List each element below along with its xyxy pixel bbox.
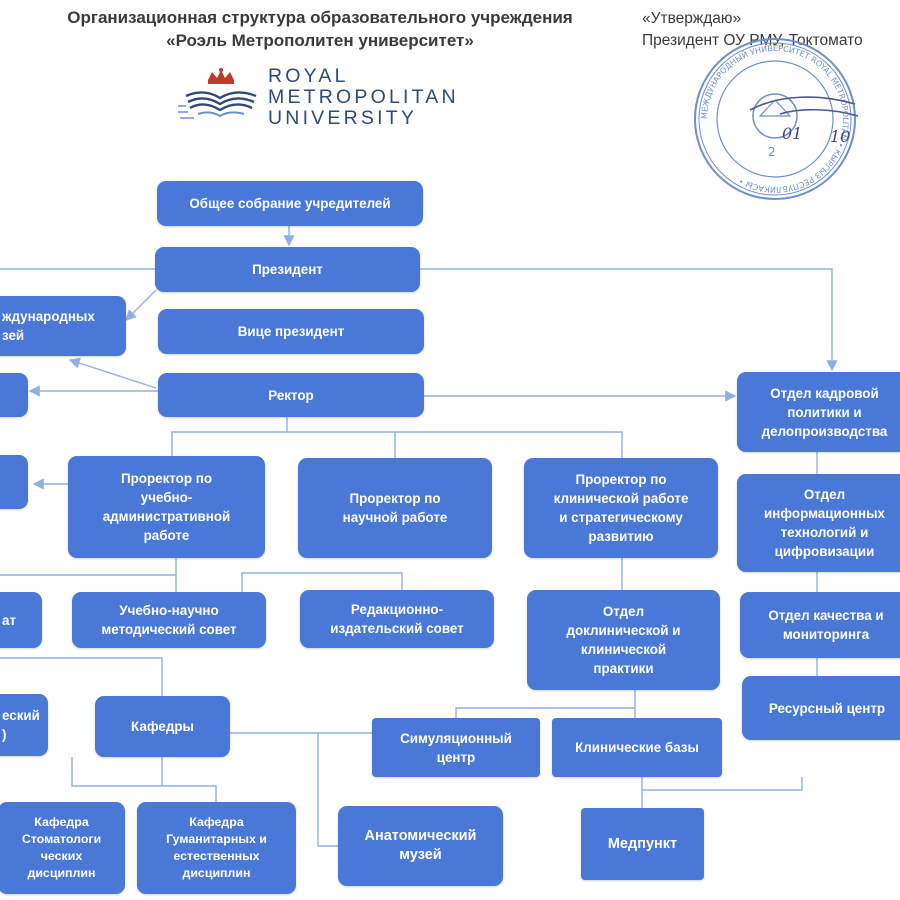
node-vr-academic: Проректор по учебно- административной ра…	[68, 456, 265, 558]
node-left-at: ат	[0, 592, 42, 648]
logo-word-royal: ROYAL	[268, 65, 349, 87]
line-left-departments	[0, 657, 163, 696]
title-line-1: Организационная структура образовательно…	[67, 8, 573, 27]
node-international-relations: ждународных зей	[0, 296, 126, 356]
university-logo: ROYAL METROPOLITAN UNIVERSITY	[178, 66, 468, 132]
node-departments: Кафедры	[95, 696, 230, 757]
node-dept-dentistry: Кафедра Стоматологи ческих дисциплин	[0, 802, 125, 894]
line-rector-vr-academic	[171, 414, 288, 456]
title-line-2: «Роэль Метрополитен университет»	[166, 31, 474, 50]
line-rector-vr-clinical	[395, 431, 623, 458]
node-simulation-center: Симуляционный центр	[372, 718, 540, 777]
line-rector-vr-research	[287, 431, 396, 458]
node-it-dept: Отдел информационных технологий и цифров…	[737, 474, 900, 572]
approval-block: «Утверждаю» Президент ОУ РМУ, Токтомато	[642, 8, 900, 52]
approval-label: «Утверждаю»	[642, 10, 742, 27]
node-medpoint: Медпункт	[581, 808, 704, 880]
node-vr-research: Проректор по научной работе	[298, 458, 492, 558]
chart-title: Организационная структура образовательно…	[0, 6, 640, 52]
crown-book-icon	[178, 68, 257, 119]
line-rector-international	[68, 357, 157, 389]
seal-date-day: 01	[782, 124, 802, 143]
node-vr-clinical: Проректор по клинической работе и страте…	[524, 458, 718, 558]
node-hr-dept: Отдел кадровой политики и делопроизводст…	[737, 372, 900, 452]
node-preclinical-dept: Отдел доклинической и клинической практи…	[527, 590, 720, 690]
node-quality-dept: Отдел качества и мониторинга	[740, 592, 900, 658]
node-resource-center: Ресурсный центр	[742, 676, 900, 740]
node-dept-humanities: Кафедра Гуманитарных и естественных дисц…	[137, 802, 296, 894]
node-editorial-council: Редакционно- издательский совет	[300, 590, 494, 648]
official-seal: МЕЖДУНАРОДНЫЙ УНИВЕРСИТЕТ ROYAL METROPOL…	[694, 38, 859, 200]
line-president-international	[125, 289, 157, 321]
node-left-small-2	[0, 455, 28, 509]
node-rector: Ректор	[158, 373, 424, 417]
logo-word-metropolitan: METROPOLITAN	[268, 86, 459, 108]
node-president: Президент	[155, 247, 420, 292]
logo-word-university: UNIVERSITY	[268, 107, 418, 129]
seal-date-month: 10	[830, 127, 850, 146]
node-left-small-1	[0, 373, 28, 417]
line-clinical-right	[642, 777, 803, 791]
logo-wordmark: ROYAL METROPOLITAN UNIVERSITY	[268, 66, 459, 129]
seal-number: 2	[768, 145, 776, 159]
line-president-hr	[420, 268, 838, 372]
node-general-assembly: Общее собрание учредителей	[157, 181, 423, 226]
line-vr-editorial	[241, 572, 403, 592]
signature-stroke	[749, 96, 859, 117]
node-vice-president: Вице президент	[158, 309, 424, 354]
line-departments-humanities	[71, 757, 217, 802]
node-methodical-council: Учебно-научно методический совет	[72, 592, 266, 648]
line-preclinical-simulation	[455, 690, 636, 718]
approval-signatory: Президент ОУ РМУ, Токтомато	[642, 32, 863, 49]
node-clinical-bases: Клинические базы	[552, 718, 722, 777]
node-left-cheskiy: еский )	[0, 694, 48, 756]
node-anatomy-museum: Анатомический музей	[338, 806, 503, 886]
line-departments-museum	[230, 732, 338, 847]
